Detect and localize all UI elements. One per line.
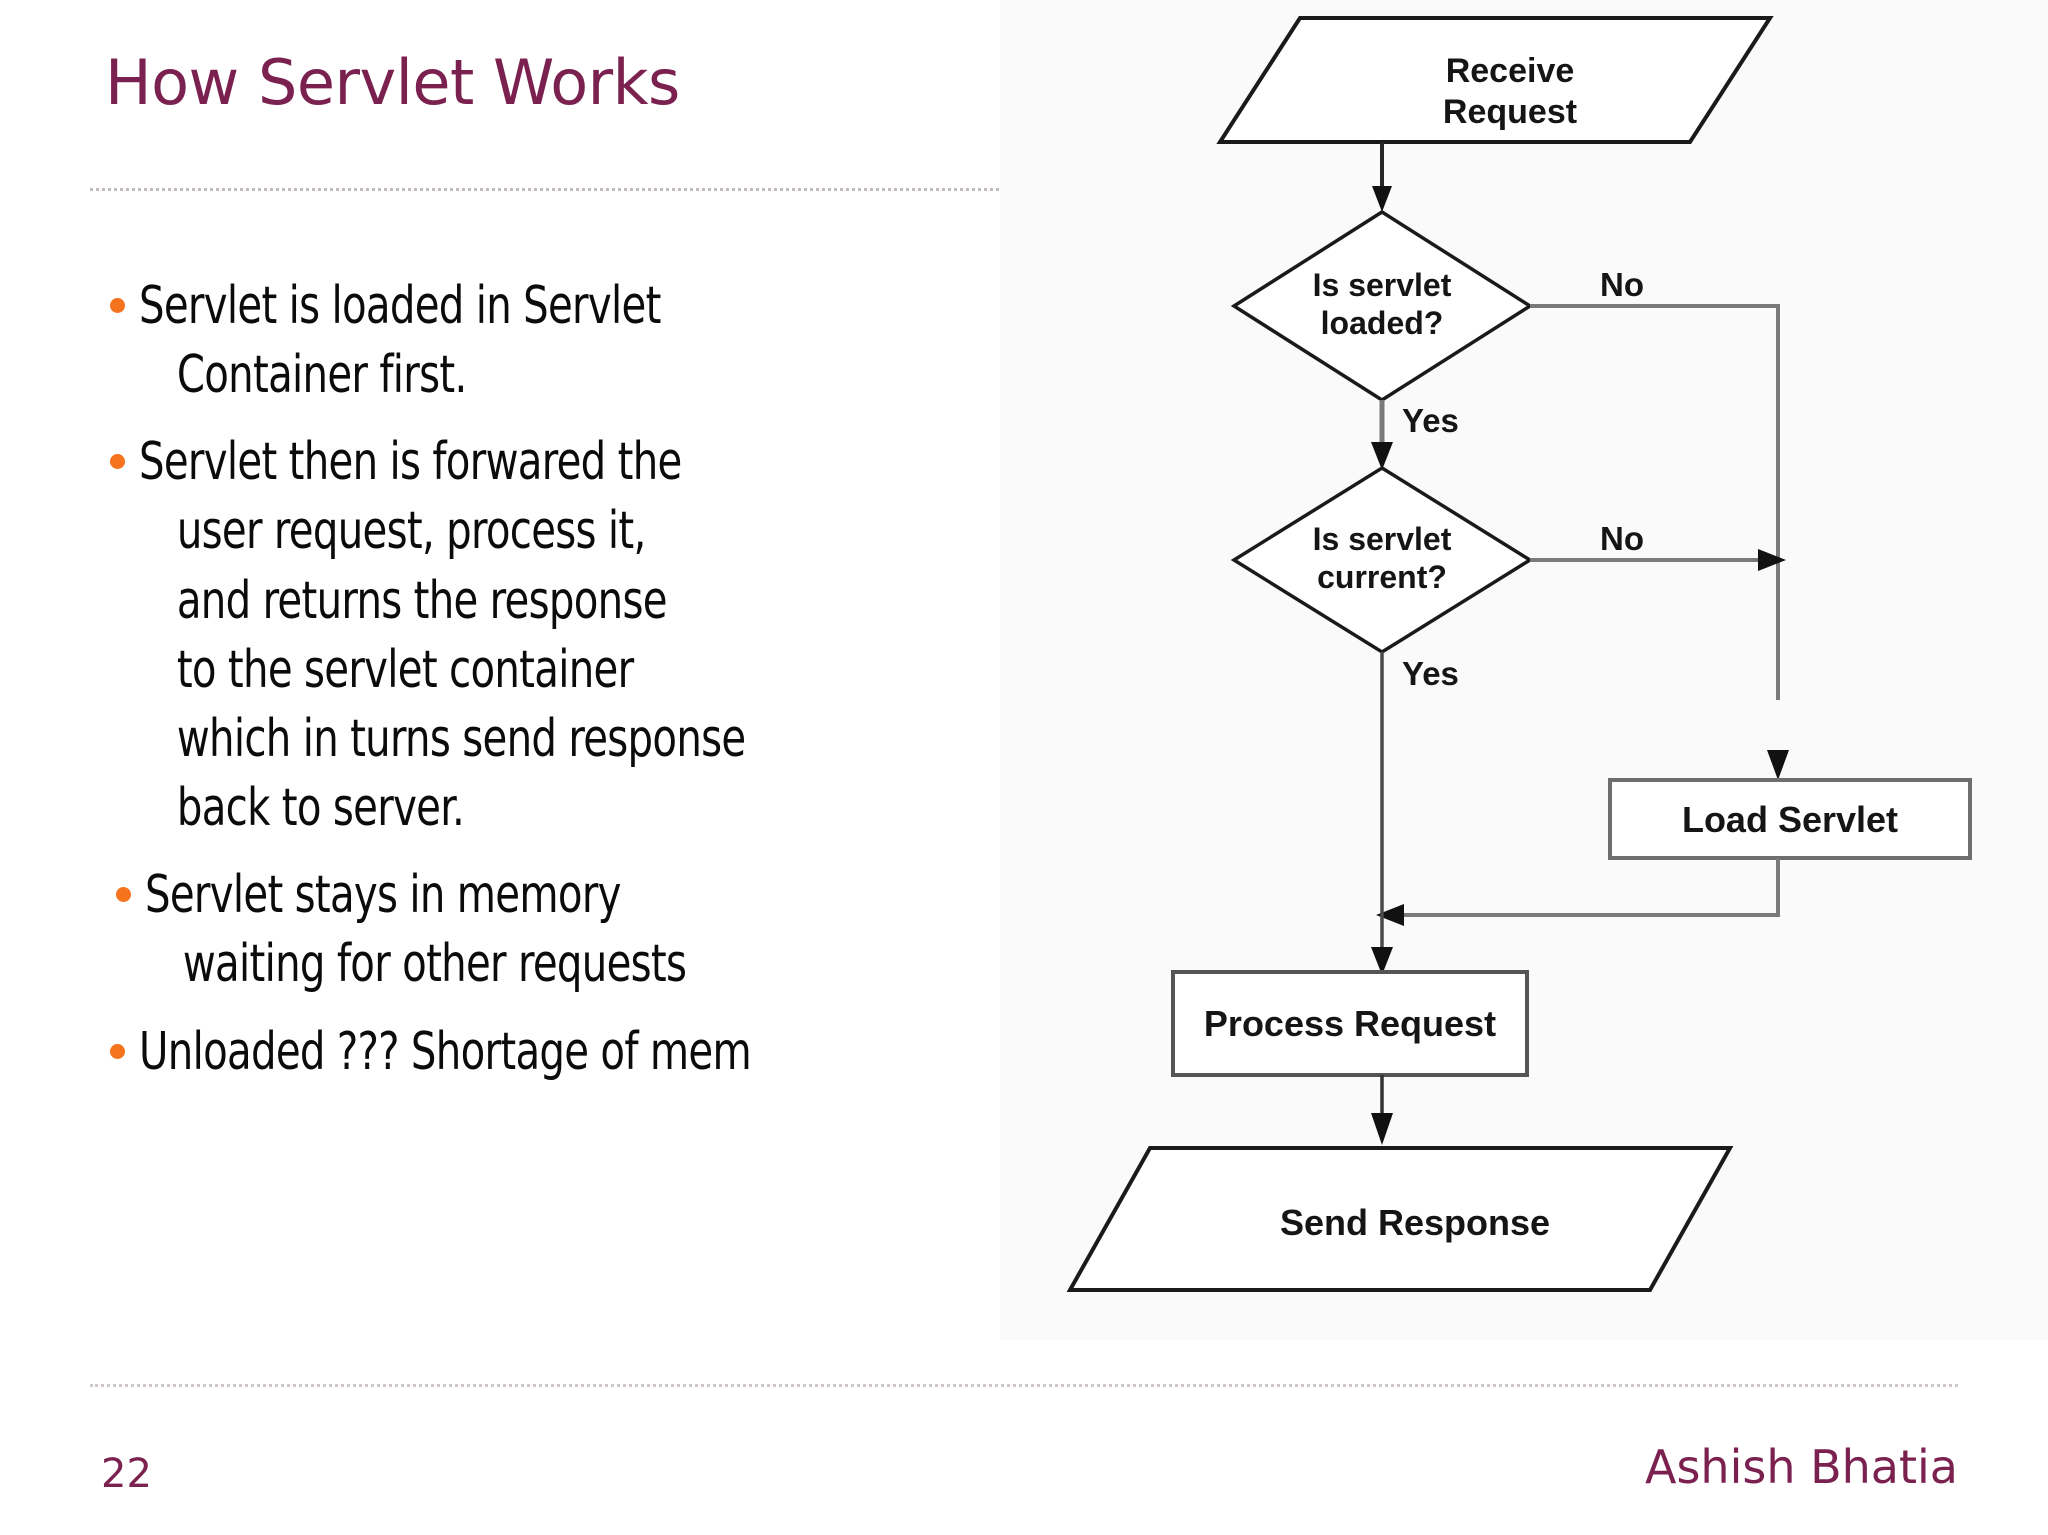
- bullet-dot-icon: [110, 1043, 125, 1059]
- bullet-dot-icon: [116, 887, 131, 903]
- bullet-line: Servlet is loaded in Servlet: [139, 276, 661, 336]
- process-request-label: Process Request: [1204, 1003, 1496, 1044]
- list-item: Servlet stays in memory waiting for othe…: [110, 861, 1010, 999]
- receive-request-shape: [1216, 16, 1774, 144]
- edge-loaded-no: [1530, 304, 1780, 700]
- bullet-dot-icon: [110, 298, 125, 313]
- flowchart-svg: Receive Request Is servlet loaded? No Ye…: [1066, 16, 1972, 1292]
- send-response-label: Send Response: [1280, 1202, 1550, 1243]
- edge-label-loaded-yes: Yes: [1402, 402, 1459, 439]
- receive-request-label-line1: Receive: [1446, 52, 1575, 90]
- bullet-dot-icon: [110, 454, 125, 470]
- bullet-line: which in turns send response: [176, 708, 746, 769]
- page-title: How Servlet Works: [105, 46, 680, 119]
- is-servlet-loaded-label-line1: Is servlet: [1313, 267, 1452, 303]
- bullet-line: Container first.: [176, 345, 467, 406]
- edge-label-current-no: No: [1600, 520, 1644, 557]
- bullet-line: Unloaded ??? Shortage of mem: [139, 1021, 752, 1082]
- bullet-line: and returns the response: [176, 570, 668, 631]
- load-servlet-label: Load Servlet: [1682, 799, 1898, 840]
- page-number: 22: [101, 1451, 152, 1497]
- bullet-line: to the servlet container: [176, 639, 634, 700]
- edge-load-servlet-back: [1400, 858, 1780, 917]
- bullet-text-4: Unloaded ??? Shortage of mem: [139, 1018, 888, 1087]
- is-servlet-current-label-line2: current?: [1317, 559, 1447, 595]
- bullet-line: Servlet stays in memory: [145, 865, 621, 926]
- load-servlet-shape: [1608, 778, 1972, 860]
- bullet-line: back to server.: [176, 778, 465, 839]
- arrowhead-current-no: [1758, 549, 1786, 571]
- flowchart-diagram: Receive Request Is servlet loaded? No Ye…: [1000, 0, 2048, 1340]
- edge-label-loaded-no: No: [1600, 266, 1644, 303]
- list-item: Servlet then is forwared the user reques…: [110, 428, 1010, 843]
- bullet-line: user request, process it,: [176, 501, 646, 562]
- author-name: Ashish Bhatia: [1644, 1440, 1958, 1494]
- bullet-text-2: Servlet then is forwared the user reques…: [139, 428, 888, 843]
- edge-label-current-yes: Yes: [1402, 655, 1459, 692]
- receive-request-label-line2: Request: [1443, 93, 1577, 131]
- arrowhead-loaded-yes: [1371, 442, 1393, 470]
- bullet-text-1: Servlet is loaded in Servlet Container f…: [139, 272, 888, 410]
- arrowhead-to-load-servlet: [1767, 750, 1789, 780]
- is-servlet-current-label-line1: Is servlet: [1313, 521, 1452, 557]
- footer-divider: [90, 1384, 1958, 1387]
- list-item: Servlet is loaded in Servlet Container f…: [110, 272, 1010, 410]
- bullet-list: Servlet is loaded in Servlet Container f…: [110, 272, 1010, 1105]
- bullet-line: waiting for other requests: [182, 934, 687, 995]
- arrowhead-load-servlet-back: [1376, 904, 1404, 926]
- arrowhead-to-process-request: [1371, 947, 1393, 975]
- bullet-line: Servlet then is forwared the: [139, 432, 682, 493]
- process-request-shape: [1171, 970, 1529, 1077]
- list-item: Unloaded ??? Shortage of mem: [110, 1018, 1010, 1087]
- arrowhead-process-to-send: [1371, 1113, 1393, 1145]
- bullet-text-3: Servlet stays in memory waiting for othe…: [145, 861, 889, 999]
- is-servlet-loaded-label-line2: loaded?: [1321, 305, 1444, 341]
- send-response-shape: [1066, 1146, 1734, 1292]
- arrowhead-receive-to-loaded: [1372, 186, 1392, 212]
- title-divider: [90, 188, 1155, 191]
